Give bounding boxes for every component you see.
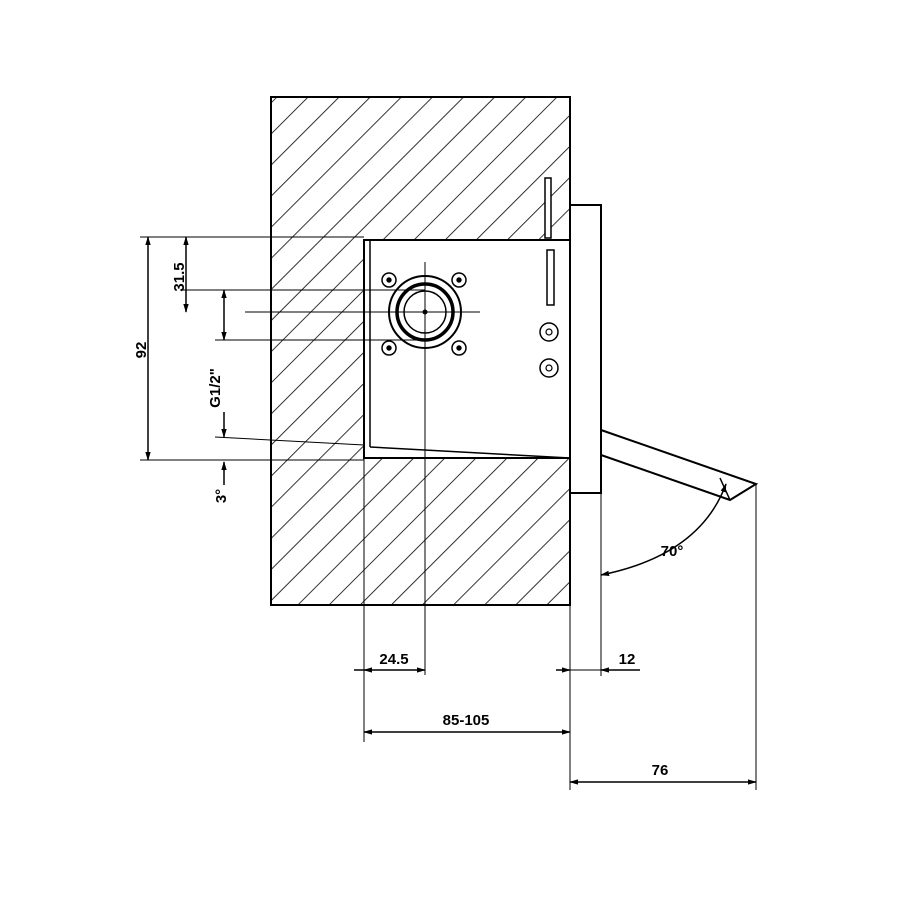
cover-plate (569, 204, 602, 494)
dimension-92: 92 (133, 236, 151, 461)
center-lines (245, 262, 480, 675)
screw (381, 272, 397, 288)
control-holes (539, 322, 559, 378)
dimension-70-deg-label: 70° (661, 543, 684, 560)
dimension-92-label: 92 (133, 342, 150, 359)
dimension-31-5: 31.5 (171, 236, 189, 313)
dimension-24-5: 24.5 (354, 651, 426, 673)
dimension-g1-2: G1/2" (207, 289, 227, 408)
spout (600, 428, 759, 502)
dimension-76: 76 (569, 762, 757, 785)
screw (451, 340, 467, 356)
wall-section (270, 96, 571, 606)
built-in-box (363, 239, 571, 459)
dimension-12: 12 (556, 651, 640, 673)
dimension-85-105-label: 85-105 (443, 712, 490, 729)
dimension-12-label: 12 (619, 651, 636, 668)
screw (381, 340, 397, 356)
dimension-85-105: 85-105 (363, 712, 571, 735)
extension-lines (140, 236, 757, 790)
dimension-76-label: 76 (652, 762, 669, 779)
dimension-3-deg: 3° (213, 412, 230, 503)
dimension-3-deg-label: 3° (213, 489, 230, 503)
dimension-g1-2-label: G1/2" (207, 368, 224, 408)
slot-indicator (544, 177, 555, 306)
dimension-31-5-label: 31.5 (171, 262, 188, 291)
dimension-70-deg: 70° (600, 483, 727, 577)
screw (451, 272, 467, 288)
pipe-connection (381, 272, 467, 356)
dimension-24-5-label: 24.5 (379, 651, 408, 668)
